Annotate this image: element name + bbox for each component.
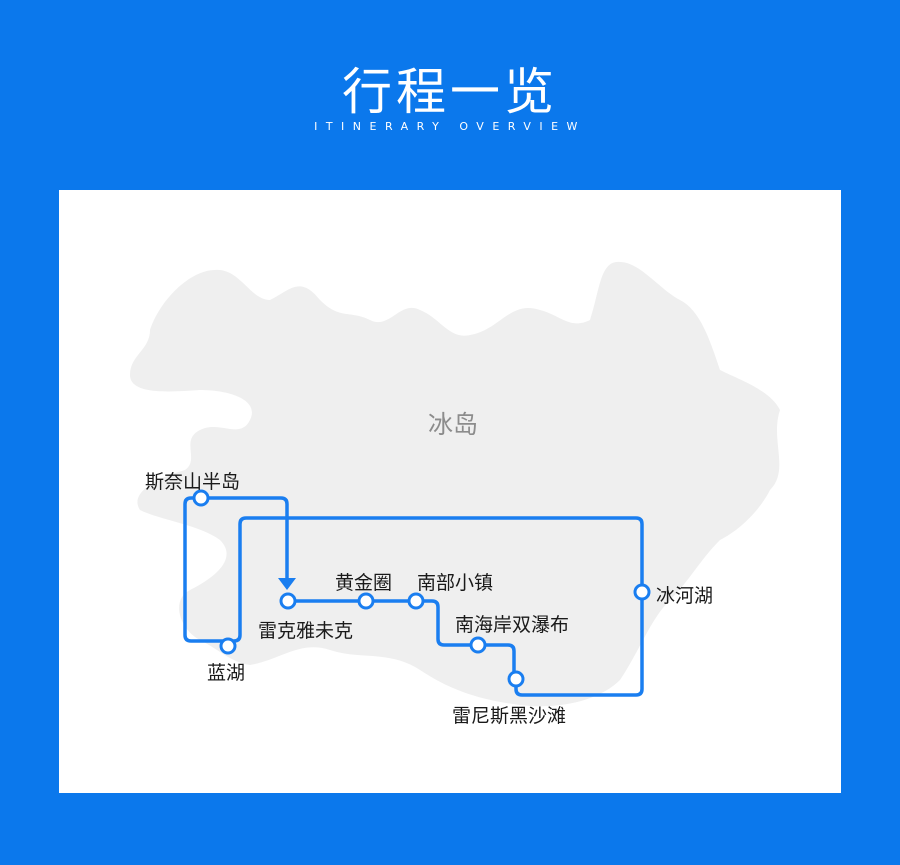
stop-label: 蓝湖: [207, 662, 246, 684]
stop-label: 斯奈山半岛: [145, 471, 241, 493]
stop-node-reykjavik[interactable]: [279, 592, 297, 610]
stop-node-golden-circle[interactable]: [357, 592, 375, 610]
stop-node-south-town[interactable]: [407, 592, 425, 610]
stop-label: 雷尼斯黑沙滩: [452, 705, 567, 727]
stop-node-south-coast-waterfalls[interactable]: [469, 636, 487, 654]
page-title: 行程一览: [342, 63, 558, 121]
route-line: [183, 496, 644, 697]
country-label: 冰岛: [428, 410, 479, 439]
stop-label: 冰河湖: [656, 585, 714, 607]
page-subtitle: ITINERARY OVERVIEW: [314, 120, 586, 133]
stop-node-snaefellsnes[interactable]: [192, 489, 210, 507]
stop-node-reynisfjara[interactable]: [507, 670, 525, 688]
stop-node-glacier-lagoon[interactable]: [633, 583, 651, 601]
stop-label: 雷克雅未克: [258, 620, 354, 642]
stop-node-blue-lagoon[interactable]: [219, 637, 237, 655]
stop-label: 南部小镇: [417, 572, 494, 594]
start-arrow-icon: [278, 578, 296, 590]
stop-label: 黄金圈: [335, 572, 393, 594]
stop-label: 南海岸双瀑布: [455, 614, 570, 636]
